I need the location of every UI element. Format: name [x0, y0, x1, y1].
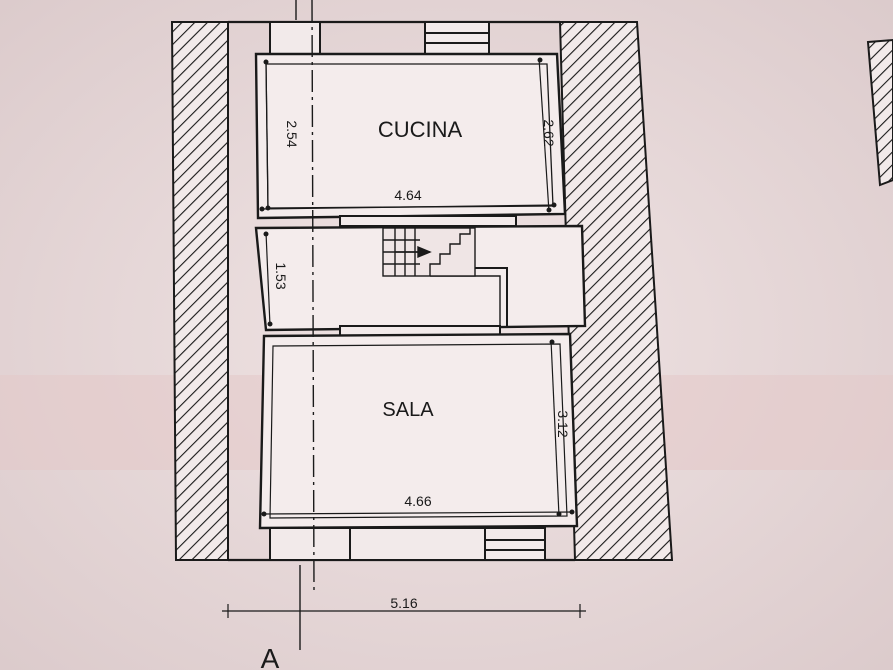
kitchen-label: CUCINA [378, 117, 463, 142]
kitchen-dim-right: 2.62 [541, 119, 557, 146]
stair-hall [254, 224, 587, 332]
living-dim-bottom: 4.66 [404, 493, 431, 509]
dimension-lines [222, 57, 586, 618]
adjacent-plan-fragment [866, 38, 893, 187]
top-window [424, 21, 490, 55]
stair-direction-arrow-icon [417, 245, 432, 259]
bottom-openings [269, 527, 546, 561]
kitchen-dim-bottom: 4.64 [394, 187, 421, 203]
left-party-wall [170, 21, 229, 561]
entrance-door [349, 527, 486, 561]
bottom-window [484, 527, 546, 561]
hall-dim-left: 1.53 [273, 262, 289, 289]
section-line-a [295, 0, 315, 650]
living-dim-right: 3.12 [555, 410, 571, 437]
living-room [258, 332, 579, 530]
section-mark-a: A [261, 643, 280, 670]
kitchen-hall-wall [339, 215, 517, 227]
bottom-opening-left [269, 527, 351, 561]
dimension-ticks [259, 57, 575, 517]
kitchen-dim-left: 2.54 [284, 120, 300, 147]
staircase [382, 227, 476, 277]
living-label: SALA [382, 399, 434, 421]
overall-width-dim: 5.16 [390, 595, 417, 611]
